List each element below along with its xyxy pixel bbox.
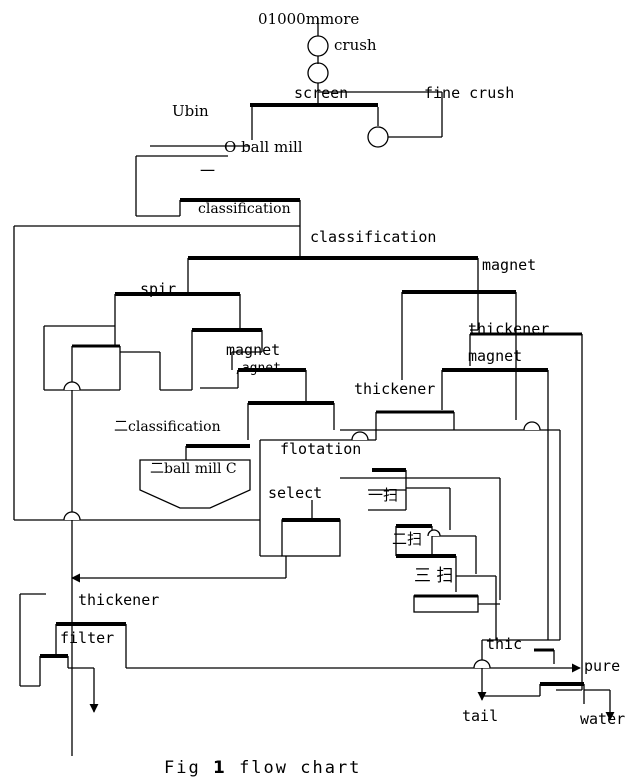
crush-section [250,18,443,148]
screen-label: screen [294,84,349,102]
fine-crusher [367,126,389,148]
select-label: select [268,484,323,502]
classification-2-label: classification [310,228,437,246]
magnet-1-label: magnet [482,256,537,274]
ball-mill-2-shape [139,459,251,509]
scav-3-cell [413,595,479,613]
magnet-centre-label: magnet [226,341,281,359]
thic-label: thic [486,635,523,653]
grinding-section [13,145,301,521]
crush-label: crush [334,36,377,54]
filter-label: filter [60,629,115,647]
ubin-label: Ubin [172,102,209,120]
classification-3-label: 二classification [114,419,221,435]
scav-2-label: 二扫 [392,530,423,548]
stage-one-label: 一 [200,162,216,180]
caption-number: 1 [212,758,227,778]
crusher-2 [307,62,329,84]
caption-prefix: Fig [164,758,201,778]
spir-label: spir [140,280,177,298]
select-cell [281,519,341,557]
scav-3-label: 三 扫 [414,566,454,586]
crusher-1 [307,35,329,57]
thickener-2-label: thickener [354,380,436,398]
flotation-label: flotation [280,440,362,458]
scav-1-label: 一扫 [368,486,399,504]
caption-text: flow chart [239,758,362,778]
ball-mill-1-label: O ball mill [224,138,303,156]
magnet-centre-sub-label: ,agnet [234,361,281,376]
water-label: water [580,710,626,728]
figure-caption: Fig 1 flow chart [164,760,361,777]
thickener-1-label: thickener [468,320,550,338]
fine-crush-label: fine crush [424,84,515,102]
classification-1-label: classification [198,201,291,217]
pure-label: pure [584,657,621,675]
tail-label: tail [462,707,499,725]
magnet-2-label: magnet [468,347,523,365]
ore-label: 01000mmore [258,10,360,28]
thickener-3-label: thickener [78,591,160,609]
ball-mill-2-label: 二ball mill C [150,461,237,477]
